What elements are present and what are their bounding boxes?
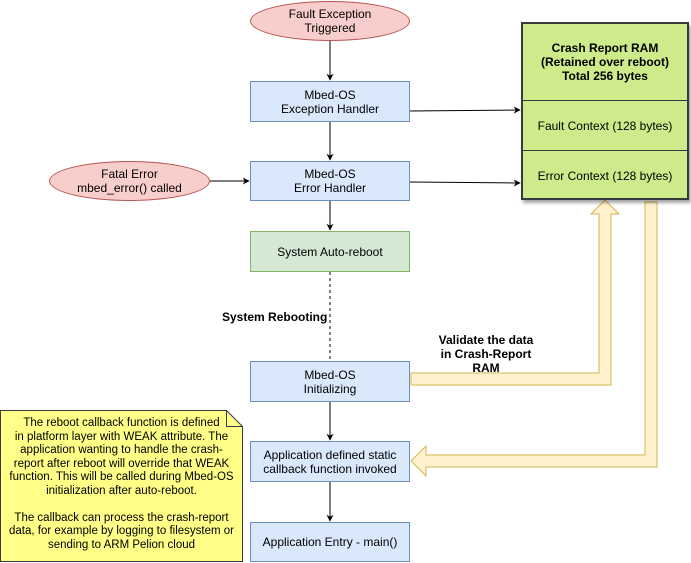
validate-line2: in Crash-Report [440, 347, 532, 361]
app-callback-node: Application defined static callback func… [250, 441, 410, 482]
exception-handler-line1: Mbed-OS [304, 87, 356, 102]
app-entry-node: Application Entry - main() [250, 522, 410, 562]
fault-context-row: Fault Context (128 bytes) [537, 118, 673, 133]
crash-ram-title-line3: Total 256 bytes [562, 69, 648, 83]
app-callback-line2: callback function invoked [263, 461, 397, 476]
note-line-9: data, for example by logging to filesyst… [8, 525, 234, 537]
fault-exception-node: Fault Exception Triggered [250, 1, 410, 41]
note-line-4: report after reboot will override that W… [13, 457, 230, 470]
error-handler-line1: Mbed-OS [304, 167, 356, 181]
system-rebooting-label: System Rebooting [222, 310, 328, 324]
note-fold [226, 410, 243, 427]
callback-block-arrow [410, 201, 658, 478]
validate-label: Validate the data in Crash-Report RAM [436, 333, 536, 375]
exception-handler-line2: Exception Handler [280, 101, 380, 116]
note-line-10: sending to ARM Pelion cloud [47, 538, 196, 551]
crash-ram-title-line2: (Retained over reboot) [540, 55, 669, 69]
crash-report-ram-box: Crash Report RAM (Retained over reboot) … [521, 22, 689, 200]
exception-handler-node: Mbed-OS Exception Handler [250, 81, 410, 122]
fatal-error-line2: mbed_error() called [77, 181, 182, 195]
initializing-line2: Initializing [303, 381, 357, 396]
note-line-7 [0, 498, 243, 512]
error-handler-node: Mbed-OS Error Handler [250, 161, 410, 201]
validate-line1: Validate the data [438, 333, 534, 347]
arrow-exception-to-fault-context [409, 106, 521, 114]
initializing-line1: Mbed-OS [304, 367, 356, 382]
app-callback-line1: Application defined static [263, 447, 397, 462]
note-shape [0, 410, 243, 562]
note-line-5: function. This will be called during Mbe… [9, 471, 234, 483]
note-line-3: application wanting to handle the crash- [20, 444, 223, 456]
note-line-8: The callback can process the crash-repor… [14, 511, 229, 524]
error-handler-line2: Error Handler [293, 181, 367, 195]
reboot-callback-note: The reboot callback function is defined … [0, 410, 243, 562]
initializing-node: Mbed-OS Initializing [250, 361, 410, 402]
fault-exception-line2: Triggered [304, 21, 356, 35]
note-line-6: initialization after auto-reboot. [46, 484, 197, 497]
validate-line3: RAM [472, 361, 500, 375]
fatal-error-node: Fatal Error mbed_error() called [49, 161, 210, 201]
auto-reboot-label: System Auto-reboot [277, 244, 383, 259]
auto-reboot-node: System Auto-reboot [250, 231, 410, 272]
crash-ram-title-line1: Crash Report RAM [551, 41, 659, 55]
note-line-1: The reboot callback function is defined [23, 417, 220, 429]
app-entry-label: Application Entry - main() [262, 535, 398, 549]
fault-exception-line1: Fault Exception [288, 7, 372, 21]
arrow-error-to-error-context [409, 179, 521, 187]
note-line-2: in platform layer with WEAK attribute. T… [14, 430, 229, 443]
crash-ram-title: Crash Report RAM (Retained over reboot) … [523, 24, 687, 101]
error-context-row: Error Context (128 bytes) [523, 150, 687, 200]
validate-block-arrow [410, 199, 621, 386]
fatal-error-line1: Fatal Error [101, 167, 158, 181]
